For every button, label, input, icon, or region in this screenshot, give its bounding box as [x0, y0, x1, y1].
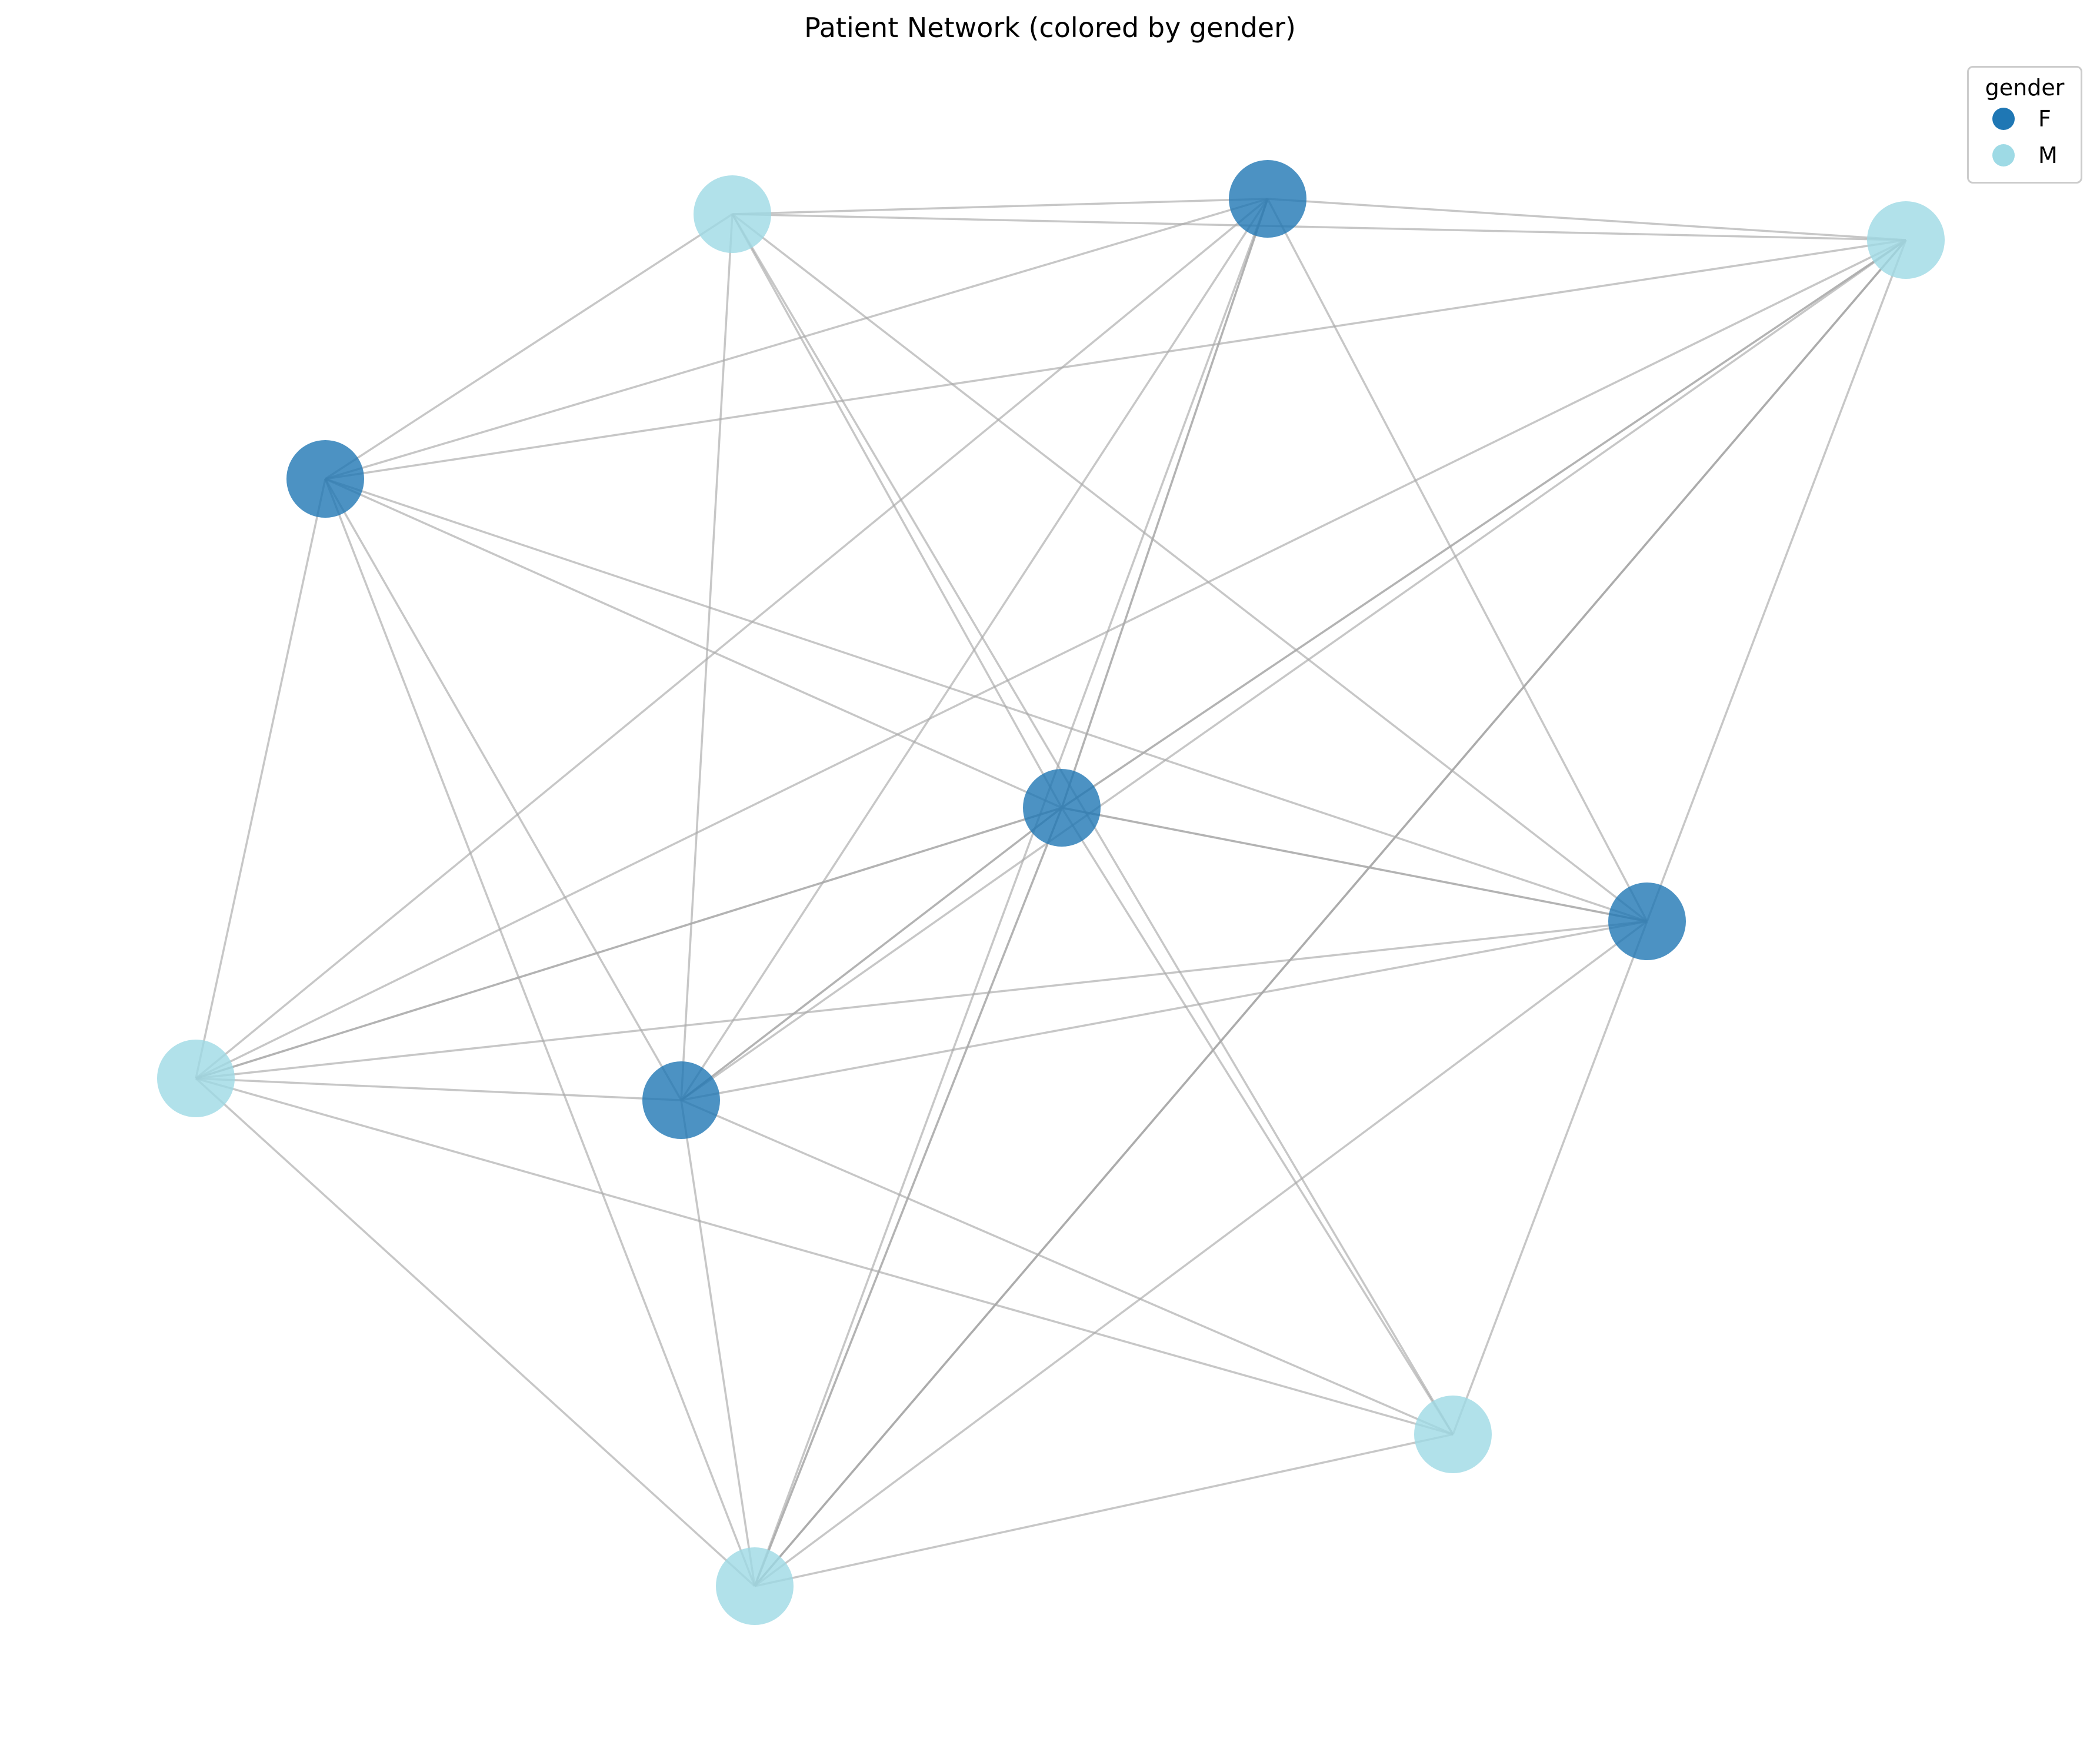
edge-3-6	[195, 478, 326, 1079]
nodes-layer	[157, 160, 1945, 1625]
edge-5-9	[1452, 921, 1648, 1435]
edge-0-5	[731, 213, 1648, 923]
edge-1-4	[1061, 198, 1269, 808]
legend: gender F M	[1967, 66, 2082, 184]
node-1	[1229, 160, 1306, 238]
edge-2-7	[680, 239, 1907, 1101]
edge-0-3	[325, 213, 733, 480]
edge-0-2	[732, 213, 1906, 241]
edge-0-4	[731, 214, 1063, 808]
edge-2-5	[1646, 239, 1907, 922]
node-2	[1867, 201, 1945, 279]
edge-6-4	[195, 807, 1062, 1080]
edge-2-8	[754, 239, 1907, 1587]
edge-1-2	[1267, 198, 1906, 241]
legend-label-f: F	[2038, 106, 2051, 132]
edge-6-5	[195, 920, 1648, 1080]
edge-6-9	[195, 1077, 1454, 1436]
edge-3-8	[324, 478, 756, 1587]
edge-0-1	[732, 198, 1268, 215]
edge-7-9	[681, 1099, 1454, 1436]
edge-6-7	[195, 1077, 682, 1101]
node-8	[716, 1547, 794, 1625]
node-4	[1023, 769, 1101, 847]
legend-title: gender	[1985, 75, 2065, 101]
legend-label-m: M	[2038, 142, 2058, 168]
edge-2-4	[1061, 239, 1906, 809]
legend-item-m: M	[1992, 141, 2058, 170]
edge-6-8	[195, 1077, 756, 1587]
edge-2-3	[325, 239, 1906, 480]
edge-1-3	[325, 198, 1268, 480]
edge-4-7	[680, 807, 1063, 1101]
edge-4-5	[1061, 807, 1648, 923]
node-3	[286, 440, 364, 518]
edge-5-8	[754, 920, 1648, 1587]
edge-3-5	[325, 478, 1648, 923]
legend-marker-f	[1992, 108, 2015, 130]
edge-4-8	[754, 807, 1063, 1587]
edge-0-7	[680, 214, 734, 1101]
node-0	[694, 175, 771, 253]
edge-1-7	[680, 198, 1269, 1101]
node-6	[157, 1040, 235, 1117]
chart-title: Patient Network (colored by gender)	[804, 12, 1296, 44]
edge-7-8	[680, 1100, 756, 1587]
edge-9-8	[754, 1433, 1454, 1587]
node-9	[1414, 1396, 1492, 1473]
edge-3-4	[325, 478, 1062, 809]
edge-1-5	[1266, 198, 1648, 922]
node-7	[642, 1061, 720, 1139]
edge-7-5	[681, 920, 1648, 1101]
edges-layer	[195, 198, 1907, 1587]
legend-marker-m	[1992, 144, 2015, 166]
edge-3-7	[324, 478, 682, 1101]
edge-1-6	[195, 198, 1269, 1080]
edge-1-8	[754, 198, 1269, 1587]
edge-4-9	[1061, 807, 1454, 1435]
legend-item-f: F	[1992, 104, 2051, 134]
edge-2-6	[195, 239, 1906, 1080]
node-5	[1608, 883, 1686, 960]
